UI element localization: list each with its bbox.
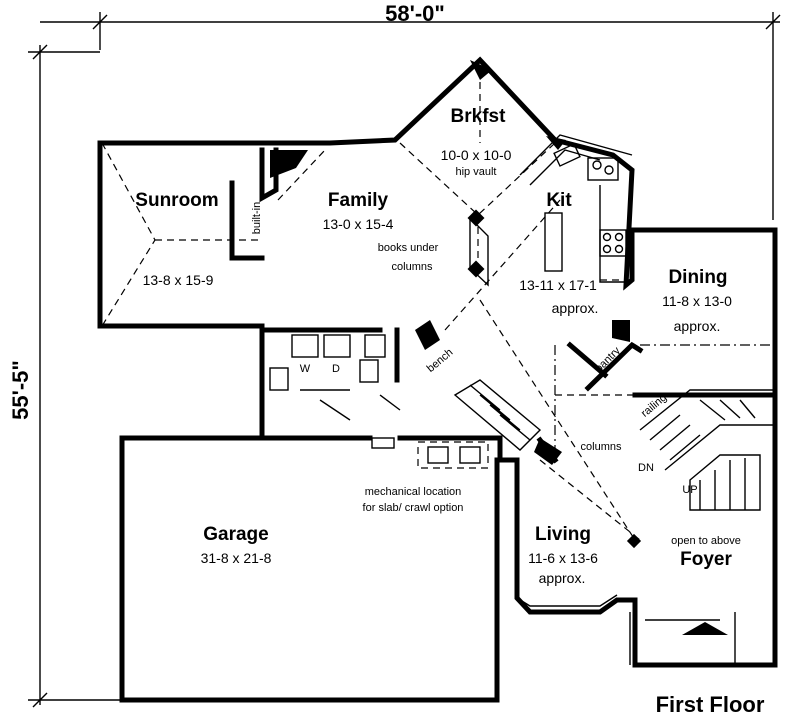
columns-label: columns — [392, 261, 433, 273]
porch — [629, 612, 736, 665]
mechanical-label-1: mechanical location — [365, 486, 462, 498]
living-note: approx. — [539, 570, 586, 586]
width-dimension: 58'-0" — [385, 1, 445, 26]
foyer-note: open to above — [671, 535, 741, 547]
kitchen-counters — [519, 134, 633, 283]
family-name: Family — [328, 190, 389, 211]
dining-size: 11-8 x 13-0 — [662, 293, 732, 309]
laundry — [269, 334, 401, 449]
washer-label: W — [300, 363, 311, 375]
bench-label: bench — [425, 346, 456, 374]
mechanical-label-2: for slab/ crawl option — [363, 502, 464, 514]
dining-name: Dining — [668, 267, 727, 288]
depth-dimension: 55'-5" — [8, 360, 33, 420]
brkfst-name: Brkfst — [451, 106, 507, 127]
sunroom-size: 13-8 x 15-9 — [143, 272, 214, 288]
brkfst-size: 10-0 x 10-0 — [441, 147, 512, 163]
family-size: 13-0 x 15-4 — [323, 216, 394, 232]
dining-note: approx. — [674, 318, 721, 334]
living-size: 11-6 x 13-6 — [528, 550, 598, 566]
kitchen-island — [544, 212, 563, 272]
up-label: UP — [682, 484, 697, 496]
stair-to-basement — [453, 379, 542, 451]
foyer-name: Foyer — [680, 549, 732, 570]
brkfst-note: hip vault — [456, 166, 497, 178]
floor-title: First Floor — [656, 692, 765, 717]
garage-name: Garage — [203, 524, 268, 545]
width-dimension-line — [40, 12, 781, 220]
kit-name: Kit — [546, 190, 572, 211]
living-bay — [516, 594, 618, 607]
dryer-label: D — [332, 363, 340, 375]
depth-dimension-line — [28, 44, 120, 708]
mechanical-equipment — [417, 441, 489, 469]
built-in-label: built-in — [251, 202, 263, 234]
dn-label: DN — [638, 462, 654, 474]
posts — [270, 60, 642, 549]
kit-note: approx. — [552, 300, 599, 316]
books-under-label: books under — [378, 242, 439, 254]
sunroom-name: Sunroom — [135, 190, 218, 211]
column-bench — [469, 216, 489, 287]
garage-size: 31-8 x 21-8 — [201, 550, 272, 566]
living-name: Living — [535, 524, 591, 545]
exterior-walls — [97, 56, 778, 703]
vault-lines — [101, 70, 775, 541]
kit-size: 13-11 x 17-1 — [519, 277, 597, 293]
columns-label-2: columns — [581, 441, 622, 453]
main-stair — [639, 389, 775, 511]
